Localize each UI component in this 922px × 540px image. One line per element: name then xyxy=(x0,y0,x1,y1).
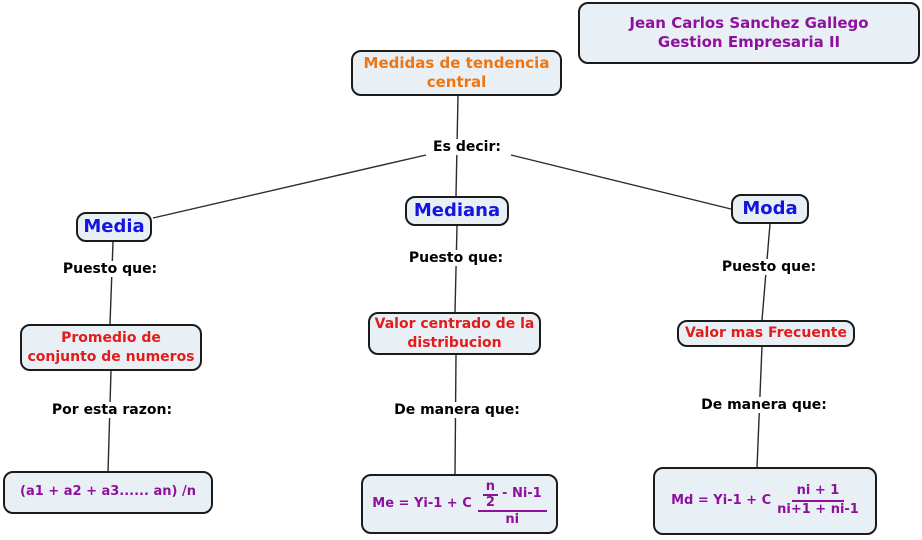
concept-moda-label: Moda xyxy=(742,198,798,220)
formula-mediana-prefix: Me = Yi-1 + C xyxy=(372,495,472,511)
concept-moda[interactable]: Moda xyxy=(731,194,809,224)
formula-media-text: (a1 + a2 + a3...... an) /n xyxy=(20,484,196,500)
definition-moda-box[interactable]: Valor mas Frecuente xyxy=(677,320,855,347)
root-concept-box[interactable]: Medidas de tendencia central xyxy=(351,50,562,96)
formula-moda-fraction: ni + 1 ni+1 + ni-1 xyxy=(777,483,859,517)
definition-media-line2: conjunto de numeros xyxy=(27,348,195,365)
connector-line xyxy=(454,225,458,313)
linking-phrase-puesto-que-media[interactable]: Puesto que: xyxy=(58,261,162,277)
root-concept-line1: Medidas de tendencia xyxy=(363,53,550,72)
linking-phrase-puesto-que-moda[interactable]: Puesto que: xyxy=(717,259,821,275)
definition-media-line1: Promedio de xyxy=(61,330,161,347)
definition-mediana-line1: Valor centrado de la xyxy=(374,316,535,333)
definition-mediana-line2: distribucion xyxy=(407,334,502,351)
connector-line xyxy=(109,241,114,325)
author-box[interactable]: Jean Carlos Sanchez Gallego Gestion Empr… xyxy=(578,2,920,64)
formula-mediana-text: Me = Yi-1 + C n 2 - Ni-1 ni xyxy=(372,480,547,528)
definition-media-box[interactable]: Promedio de conjunto de numeros xyxy=(20,324,202,371)
connector-line xyxy=(107,370,112,473)
definition-mediana-box[interactable]: Valor centrado de la distribucion xyxy=(368,312,541,355)
concept-media-label: Media xyxy=(83,216,145,238)
linking-phrase-es-decir[interactable]: Es decir: xyxy=(429,139,505,155)
linking-phrase-de-manera-que-mediana[interactable]: De manera que: xyxy=(390,402,524,418)
formula-mediana-box[interactable]: Me = Yi-1 + C n 2 - Ni-1 ni xyxy=(361,474,558,534)
author-name: Jean Carlos Sanchez Gallego xyxy=(629,13,869,32)
formula-mediana-minifraction: n 2 xyxy=(482,480,499,509)
definition-moda-label: Valor mas Frecuente xyxy=(685,325,847,342)
formula-moda-prefix: Md = Yi-1 + C xyxy=(671,492,772,508)
linking-phrase-por-esta-razon[interactable]: Por esta razon: xyxy=(47,402,177,418)
linking-phrase-puesto-que-mediana[interactable]: Puesto que: xyxy=(404,250,508,266)
course-name: Gestion Empresaria II xyxy=(657,33,841,51)
formula-media-box[interactable]: (a1 + a2 + a3...... an) /n xyxy=(3,471,213,514)
concept-mediana-label: Mediana xyxy=(413,200,501,222)
connector-line xyxy=(152,154,427,219)
formula-moda-box[interactable]: Md = Yi-1 + C ni + 1 ni+1 + ni-1 xyxy=(653,467,877,535)
root-concept-line2: central xyxy=(426,73,487,91)
connector-line xyxy=(510,154,732,210)
formula-mediana-fraction: n 2 - Ni-1 ni xyxy=(477,480,547,528)
concept-media[interactable]: Media xyxy=(76,212,152,242)
linking-phrase-de-manera-que-moda[interactable]: De manera que: xyxy=(697,397,831,413)
concept-mediana[interactable]: Mediana xyxy=(405,196,509,226)
formula-moda-text: Md = Yi-1 + C ni + 1 ni+1 + ni-1 xyxy=(671,483,859,518)
